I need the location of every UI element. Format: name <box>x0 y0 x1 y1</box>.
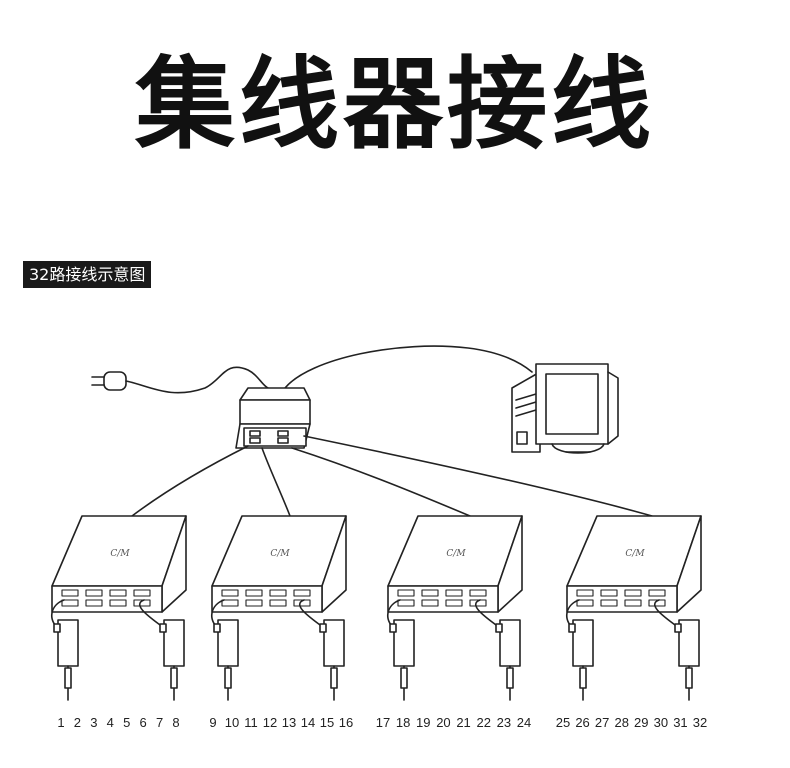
sub-hub-2: C/M <box>211 515 347 701</box>
port-label: 16 <box>339 715 353 730</box>
computer-icon <box>511 363 619 454</box>
port-label: 28 <box>614 715 628 730</box>
port-label: 10 <box>225 715 239 730</box>
port-label: 13 <box>282 715 296 730</box>
diagram-caption: 32路接线示意图 <box>23 261 152 288</box>
hub-cables <box>131 435 653 517</box>
port-label: 18 <box>396 715 410 730</box>
port-label: 21 <box>456 715 470 730</box>
screwdriver-icon <box>654 599 700 701</box>
hub-logo: C/M <box>446 549 466 559</box>
port-label: 3 <box>90 715 97 730</box>
power-plug-icon <box>91 366 269 394</box>
port-label: 25 <box>556 715 570 730</box>
port-label: 19 <box>416 715 430 730</box>
port-label: 22 <box>476 715 490 730</box>
screwdriver-icon <box>51 599 79 701</box>
port-label: 2 <box>74 715 81 730</box>
port-label: 9 <box>209 715 216 730</box>
hub-logo: C/M <box>110 549 130 559</box>
port-label: 11 <box>244 715 258 730</box>
master-hub <box>235 387 311 449</box>
port-label: 26 <box>575 715 589 730</box>
port-label: 29 <box>634 715 648 730</box>
port-label: 5 <box>123 715 130 730</box>
screwdriver-icon <box>475 599 521 701</box>
screwdriver-icon <box>139 599 185 701</box>
port-label: 24 <box>517 715 531 730</box>
port-label: 14 <box>301 715 315 730</box>
port-label: 4 <box>107 715 114 730</box>
port-label: 17 <box>376 715 390 730</box>
port-label: 12 <box>263 715 277 730</box>
port-label: 8 <box>172 715 179 730</box>
hub-logo: C/M <box>270 549 290 559</box>
screwdriver-icon <box>299 599 345 701</box>
port-label: 15 <box>320 715 334 730</box>
port-label: 30 <box>654 715 668 730</box>
computer-cable <box>284 345 533 389</box>
screwdriver-icon <box>387 599 415 701</box>
port-label: 1 <box>57 715 64 730</box>
port-label: 27 <box>595 715 609 730</box>
port-label: 32 <box>693 715 707 730</box>
port-label: 23 <box>497 715 511 730</box>
port-label: 6 <box>140 715 147 730</box>
screwdriver-icon <box>211 599 239 701</box>
sub-hub-3: C/M <box>387 515 523 701</box>
sub-hub-1: C/M <box>51 515 187 701</box>
port-label: 31 <box>673 715 687 730</box>
port-label: 20 <box>436 715 450 730</box>
sub-hub-4: C/M <box>566 515 702 701</box>
page-title: 集线器接线 <box>135 46 655 163</box>
hub-logo: C/M <box>625 549 645 559</box>
port-label: 7 <box>156 715 163 730</box>
screwdriver-icon <box>566 599 594 701</box>
